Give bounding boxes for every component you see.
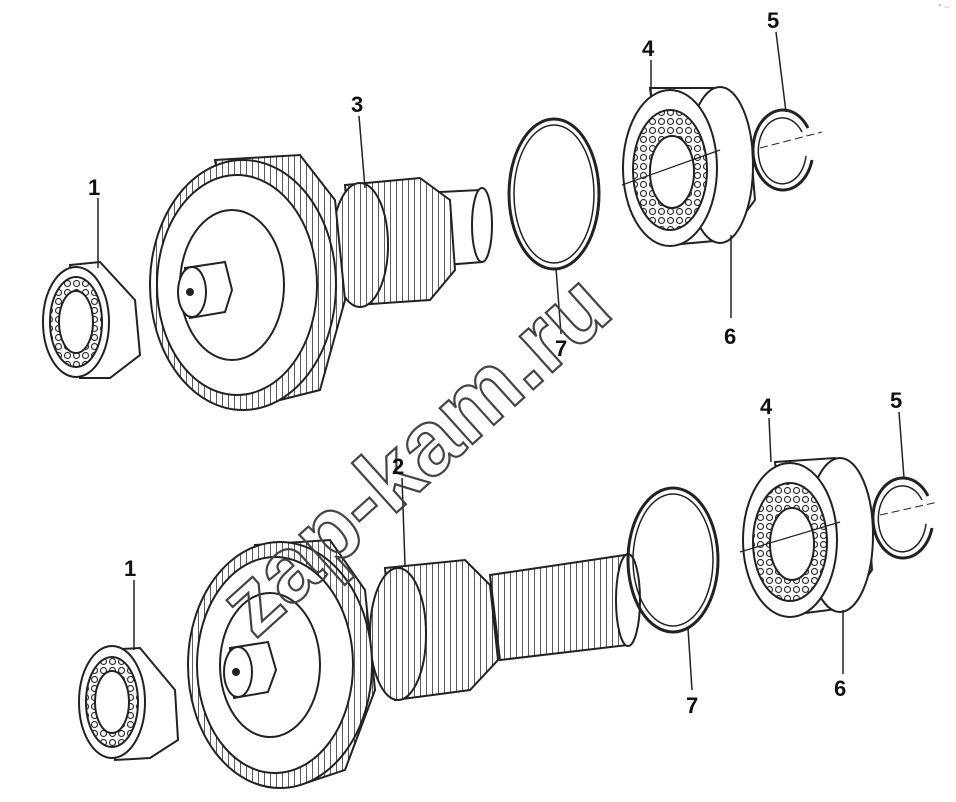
callout-bottom-ball-bearing: 4	[760, 394, 773, 419]
top-gear-shaft	[149, 153, 493, 411]
callout-bottom-roller-bearing: 1	[124, 556, 136, 581]
bottom-leader-lines	[133, 411, 905, 691]
callout-top-snap-ring: 5	[767, 8, 779, 33]
top-o-ring	[507, 117, 601, 271]
corner-mark: ° ···	[938, 4, 950, 11]
callout-top-roller-bearing: 1	[88, 175, 100, 200]
callout-top-gear-shaft: 3	[351, 92, 363, 117]
bottom-snap-ring	[871, 476, 939, 560]
top-roller-bearing	[42, 260, 142, 379]
callout-top-ball-bearing: 4	[642, 36, 655, 61]
bottom-roller-bearing	[78, 645, 180, 762]
bottom-ball-bearing	[739, 456, 874, 618]
callout-bottom-gear-shaft: 2	[392, 454, 404, 479]
top-callouts: 1 3 4 5 6 7	[88, 8, 779, 361]
top-ball-bearing	[621, 86, 757, 247]
callout-bottom-o-ring: 7	[686, 693, 698, 718]
bottom-assembly	[78, 411, 939, 789]
top-leader-lines	[97, 31, 787, 335]
top-assembly	[42, 31, 823, 411]
callout-top-o-ring: 7	[555, 336, 567, 361]
callout-top-bearing-ring: 6	[724, 324, 736, 349]
callout-bottom-bearing-ring: 6	[834, 676, 846, 701]
bottom-callouts: 1 2 4 5 6 7	[124, 388, 902, 718]
bottom-gear-shaft	[187, 538, 642, 789]
bottom-o-ring	[626, 486, 720, 634]
top-snap-ring	[751, 108, 823, 192]
callout-bottom-snap-ring: 5	[890, 388, 902, 413]
